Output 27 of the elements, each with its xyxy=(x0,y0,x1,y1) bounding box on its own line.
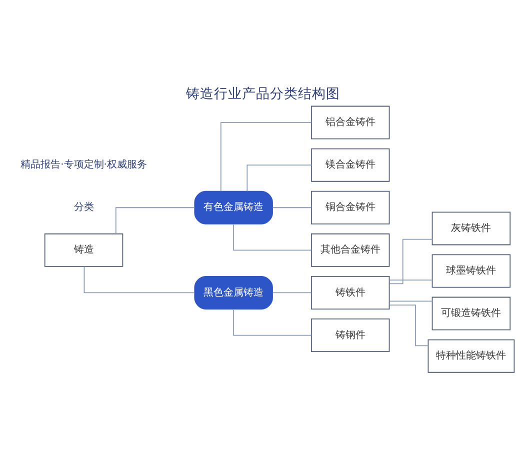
connector xyxy=(246,164,312,192)
label: 分类 xyxy=(74,202,94,213)
connector xyxy=(389,300,433,302)
node-box: 镁合金铸件 xyxy=(310,148,390,182)
connector xyxy=(272,292,312,293)
connector xyxy=(388,238,433,284)
connector xyxy=(220,122,312,192)
node-box: 铸造 xyxy=(44,232,124,266)
connector xyxy=(272,206,312,208)
node-box: 铸钢件 xyxy=(310,318,390,352)
node-box: 球墨铸铁件 xyxy=(432,254,511,288)
connector xyxy=(233,308,312,336)
node-box: 可锻造铸铁件 xyxy=(432,296,511,330)
node-box: 黑色金属铸造 xyxy=(194,275,273,309)
connector xyxy=(389,279,433,280)
node-box: 其他合金铸件 xyxy=(310,232,390,266)
node-box: 特种性能铸铁件 xyxy=(428,338,515,372)
connector xyxy=(233,223,312,250)
node-box: 有色金属铸造 xyxy=(194,190,273,224)
connector xyxy=(84,266,195,293)
diagram-title: 铸造行业产品分类结构图 xyxy=(186,86,340,102)
node-box: 铸铁件 xyxy=(310,275,390,309)
node-box: 铜合金铸件 xyxy=(310,190,390,224)
connector xyxy=(115,206,195,234)
node-box: 灰铸铁件 xyxy=(432,211,511,245)
label: 精品报告·专项定制·权威服务 xyxy=(20,159,147,170)
node-box: 铝合金铸件 xyxy=(310,105,390,139)
